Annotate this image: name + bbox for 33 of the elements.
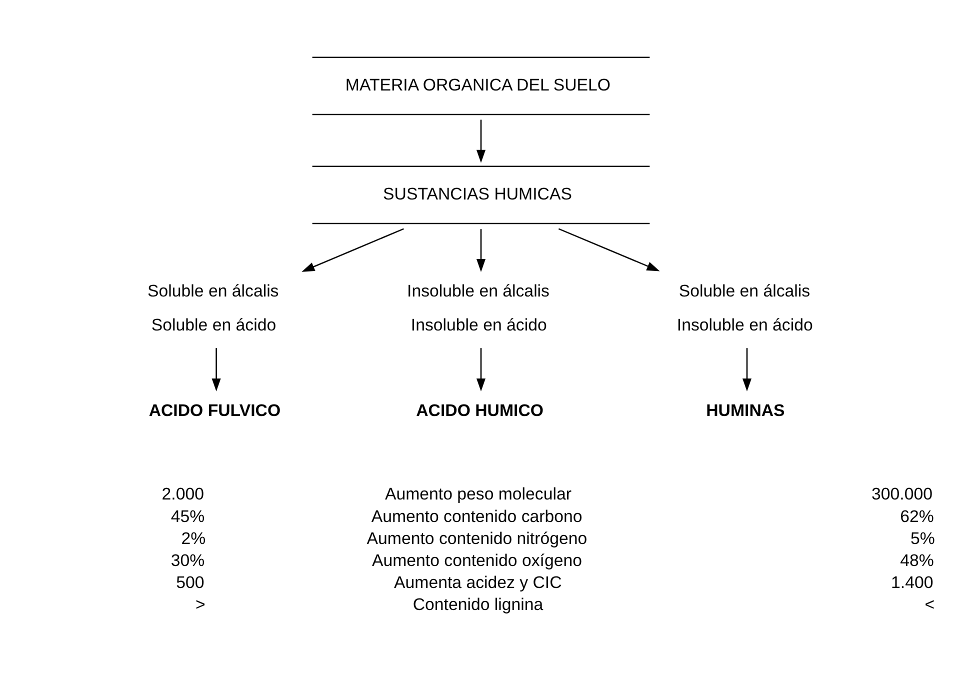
node-text: Insoluble en álcalis Insoluble en ácido: [407, 282, 550, 334]
label: 62%: [900, 506, 934, 526]
label: <: [924, 595, 935, 614]
label: Contenido lignina: [412, 595, 544, 614]
label: Aumenta acidez y CIC: [394, 572, 562, 592]
arrow: [302, 228, 404, 272]
label: Aumento contenido nitrógeno: [366, 528, 588, 548]
label: 30%: [170, 550, 205, 570]
label: Aumento contenido carbono: [371, 506, 582, 526]
label: 45%: [170, 506, 205, 526]
label: 48%: [900, 550, 934, 570]
arrow: [558, 228, 660, 272]
label: 500: [176, 572, 204, 592]
node-text: Soluble en álcalis Soluble en ácido: [148, 282, 279, 334]
label: 2.000: [162, 484, 204, 504]
label: Aumento contenido oxígeno: [372, 550, 582, 570]
arrow: [212, 348, 221, 392]
node-text: ACIDO FULVICO: [148, 401, 281, 420]
label: 5%: [910, 528, 935, 548]
arrow: [476, 120, 486, 163]
node-text: MATERIA ORGANICA DEL SUELO: [345, 75, 611, 94]
label: >: [196, 595, 206, 614]
node-text: SUSTANCIAS HUMICAS: [383, 184, 572, 204]
arrow: [742, 348, 752, 392]
label: 300.000: [872, 484, 933, 504]
node-text: Soluble en álcalis Insoluble en ácido: [676, 282, 813, 334]
arrow: [476, 229, 486, 272]
label: 1.400: [891, 572, 934, 592]
node-text: HUMINAS: [706, 401, 785, 420]
label: Aumento peso molecular: [384, 484, 572, 504]
arrow: [476, 348, 486, 392]
node-text: ACIDO HUMICO: [416, 401, 544, 420]
label: 2%: [181, 528, 206, 548]
